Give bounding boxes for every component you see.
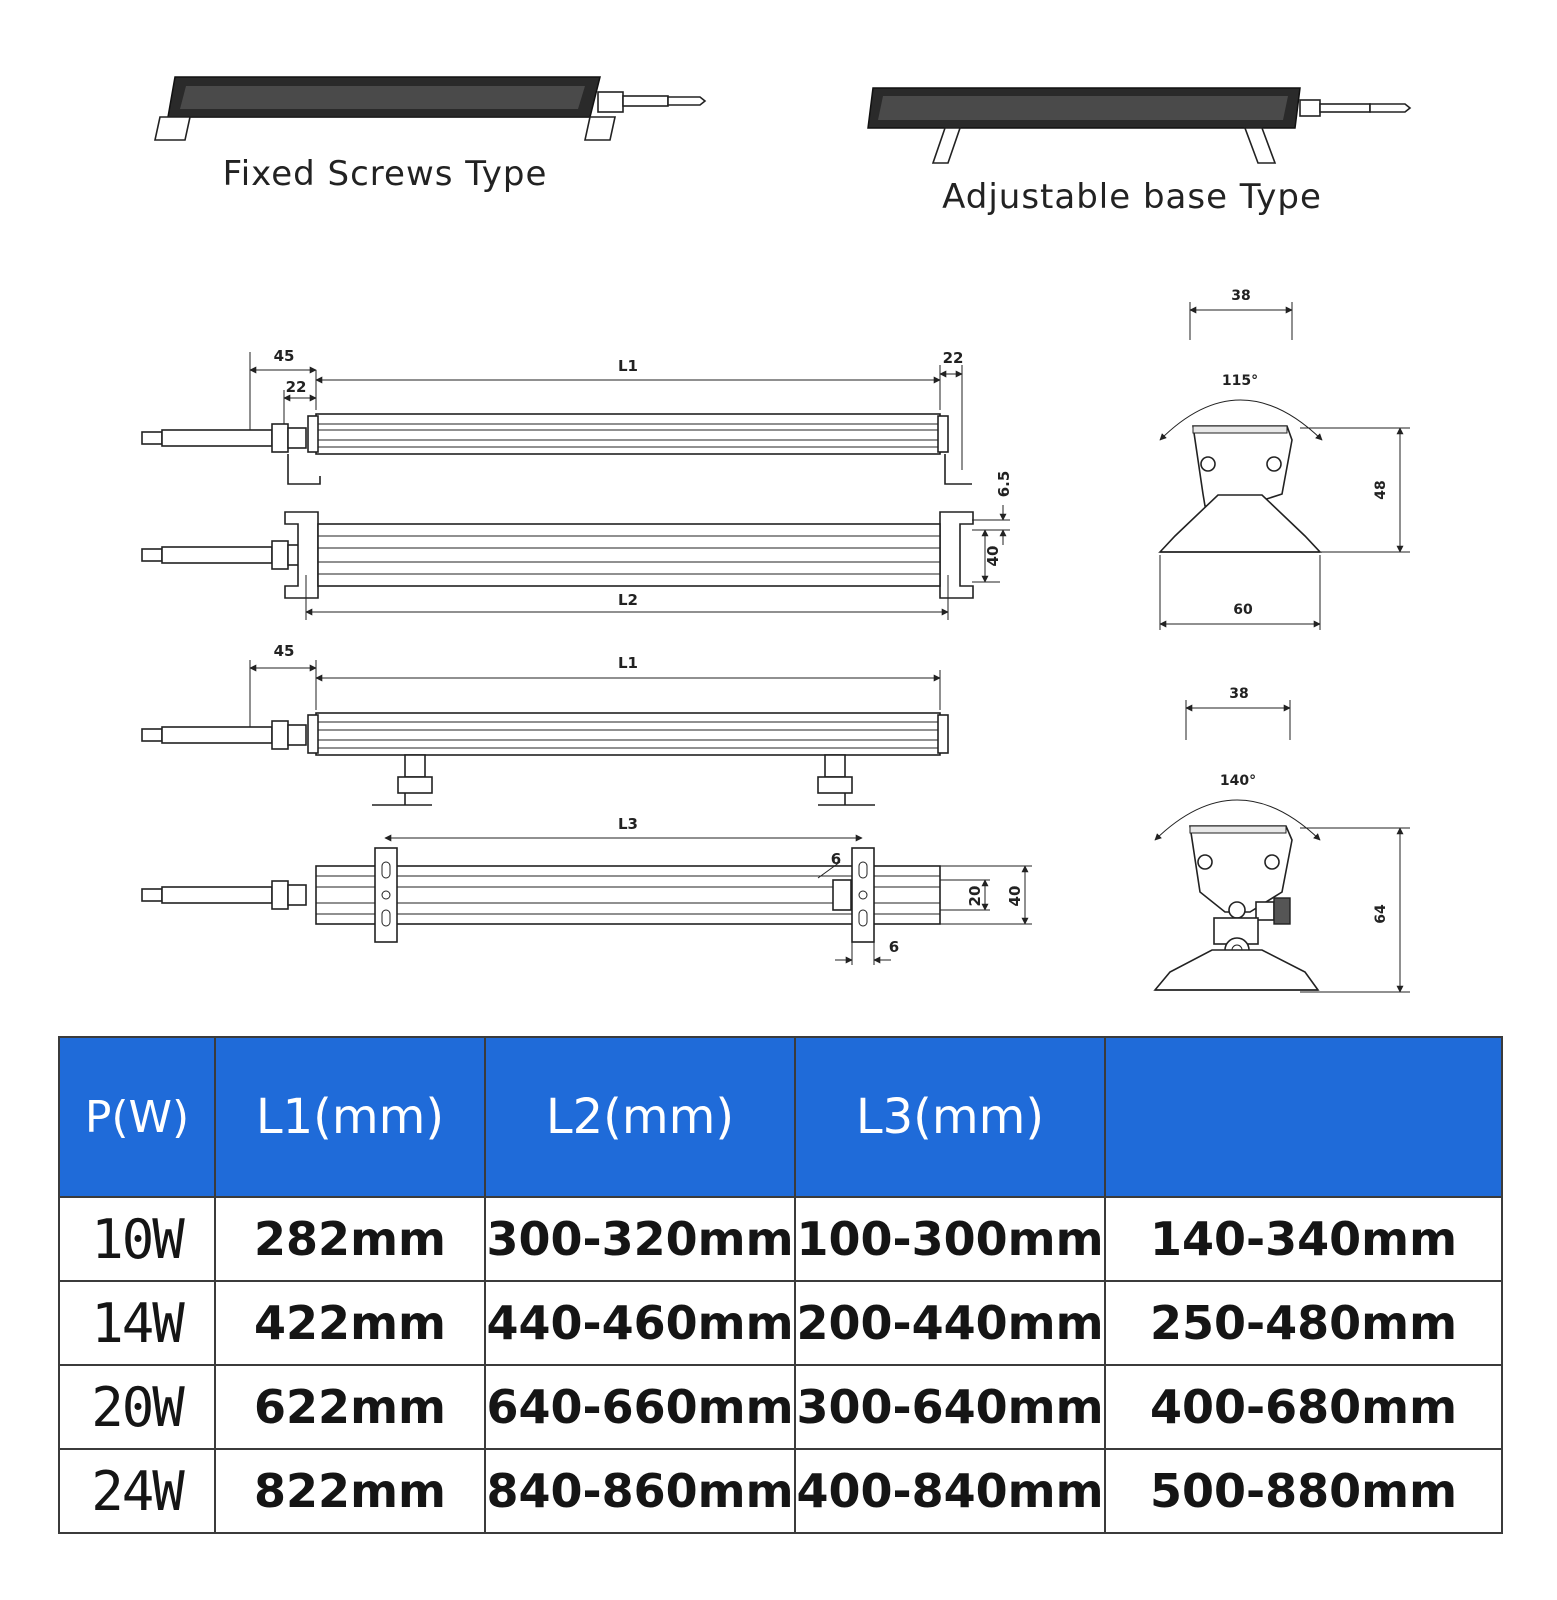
header-l3: L3(mm): [794, 1036, 1106, 1198]
cell-l3: 300-640mm: [794, 1364, 1106, 1450]
cell-l1: 822mm: [214, 1448, 486, 1534]
table-row: 14W 422mm 440-460mm 200-440mm 250-480mm: [58, 1280, 1503, 1366]
header-l1: L1(mm): [214, 1036, 486, 1198]
side1-width-dim: 38: [1231, 288, 1250, 304]
technical-drawing: Fixed Screws Type Adjustable base Type: [141, 76, 1412, 993]
fixed-type-end-view: [1158, 302, 1410, 630]
spec-table: P(W) L1(mm) L2(mm) L3(mm) 10W 282mm 300-…: [58, 1036, 1503, 1534]
cell-l1: 422mm: [214, 1280, 486, 1366]
cell-l2: 440-460mm: [484, 1280, 796, 1366]
side2-height-dim: 64: [1373, 904, 1389, 924]
cell-power: 20W: [58, 1364, 216, 1450]
cell-power: 24W: [58, 1448, 216, 1534]
side2-width-dim: 38: [1229, 686, 1248, 702]
dim-l1-bottom: L1: [618, 654, 638, 672]
dim-22-right: 22: [943, 349, 964, 367]
dim-40-a: 40: [984, 546, 1002, 567]
side1-height-dim: 48: [1373, 480, 1389, 499]
cell-l2: 640-660mm: [484, 1364, 796, 1450]
adjustable-base-lamp-illustration: [867, 87, 1412, 164]
adjustable-base-type-caption: Adjustable base Type: [942, 177, 1322, 217]
fixed-screws-lamp-illustration: [154, 76, 707, 141]
dim-22-left: 22: [286, 378, 307, 396]
cell-l3: 200-440mm: [794, 1280, 1106, 1366]
cell-extra: 400-680mm: [1104, 1364, 1503, 1450]
adjustable-type-side-view: [141, 660, 949, 806]
fixed-type-top-view: [141, 505, 1010, 620]
dim-45-bottom: 45: [274, 642, 295, 660]
dim-40-b: 40: [1006, 886, 1024, 907]
adjustable-type-top-view: [141, 834, 1032, 965]
table-row: 20W 622mm 640-660mm 300-640mm 400-680mm: [58, 1364, 1503, 1450]
cell-l3: 400-840mm: [794, 1448, 1106, 1534]
cell-l1: 282mm: [214, 1196, 486, 1282]
dim-l1-top: L1: [618, 357, 638, 375]
dim-6-b: 6: [889, 938, 899, 956]
cell-extra: 250-480mm: [1104, 1280, 1503, 1366]
side1-base-dim: 60: [1233, 602, 1253, 618]
dim-l2: L2: [618, 591, 638, 609]
table-header-row: P(W) L1(mm) L2(mm) L3(mm): [58, 1036, 1503, 1198]
fixed-screws-type-caption: Fixed Screws Type: [223, 154, 548, 194]
cell-l3: 100-300mm: [794, 1196, 1106, 1282]
dim-l3: L3: [618, 815, 638, 833]
table-row: 10W 282mm 300-320mm 100-300mm 140-340mm: [58, 1196, 1503, 1282]
dim-45-top: 45: [274, 347, 295, 365]
cell-l2: 300-320mm: [484, 1196, 796, 1282]
fixed-type-side-view: [141, 352, 972, 485]
cell-power: 14W: [58, 1280, 216, 1366]
table-row: 24W 822mm 840-860mm 400-840mm 500-880mm: [58, 1448, 1503, 1534]
cell-l2: 840-860mm: [484, 1448, 796, 1534]
adjustable-type-end-view: [1153, 700, 1410, 993]
cell-extra: 140-340mm: [1104, 1196, 1503, 1282]
cell-extra: 500-880mm: [1104, 1448, 1503, 1534]
header-l2: L2(mm): [484, 1036, 796, 1198]
side2-angle-dim: 140°: [1220, 773, 1256, 789]
header-extra: [1104, 1036, 1503, 1198]
dim-20: 20: [966, 886, 984, 907]
dim-6-5: 6.5: [995, 471, 1013, 498]
dim-6-a: 6: [831, 850, 841, 868]
cell-l1: 622mm: [214, 1364, 486, 1450]
cell-power: 10W: [58, 1196, 216, 1282]
header-power: P(W): [58, 1036, 216, 1198]
side1-angle-dim: 115°: [1222, 373, 1258, 389]
